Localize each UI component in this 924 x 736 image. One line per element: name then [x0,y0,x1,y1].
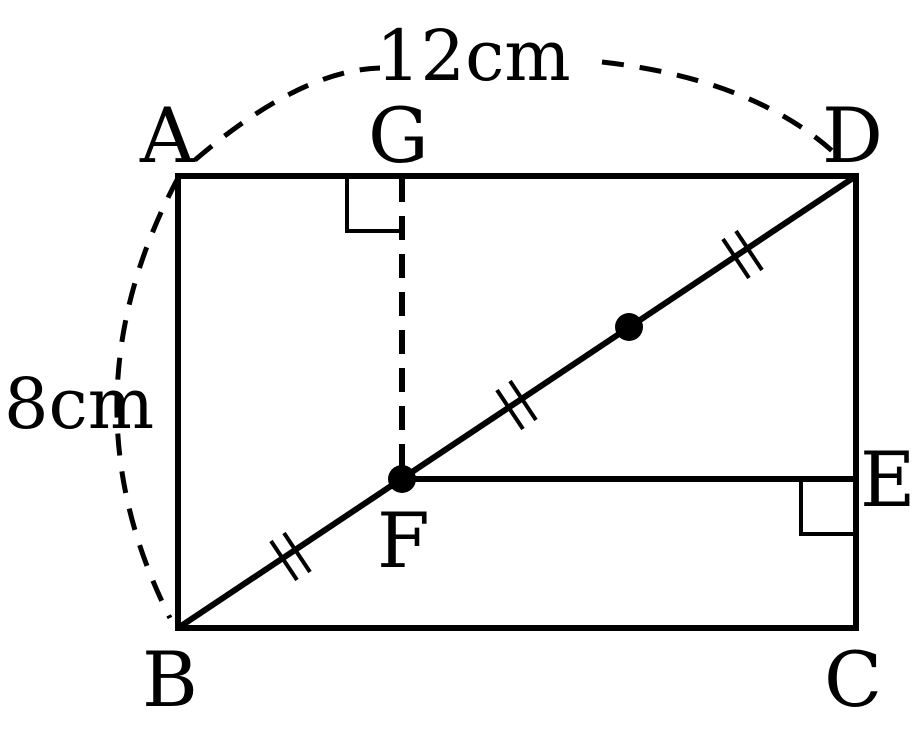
label-a: A [139,91,196,180]
label-d: D [822,91,883,180]
label-e: E [860,435,915,524]
point-f [388,465,416,493]
tick-mark-bf [269,531,312,582]
label-b: B [142,635,198,724]
top-dashed-arc [193,59,844,162]
label-c: C [824,635,882,724]
rectangle-abcd [175,173,859,631]
right-angle-mark-e [799,479,856,536]
measurement-left: 8cm [4,363,154,445]
tick-mark-mid-d [721,229,764,280]
right-angle-mark-g [345,176,402,233]
label-g: G [368,91,429,180]
label-f: F [377,496,430,585]
measurement-top: 12cm [376,15,571,97]
tick-mark-f-mid [495,379,538,431]
left-dashed-arc [114,176,181,620]
point-midpoint [615,313,643,341]
diagonal-bd [176,173,858,631]
